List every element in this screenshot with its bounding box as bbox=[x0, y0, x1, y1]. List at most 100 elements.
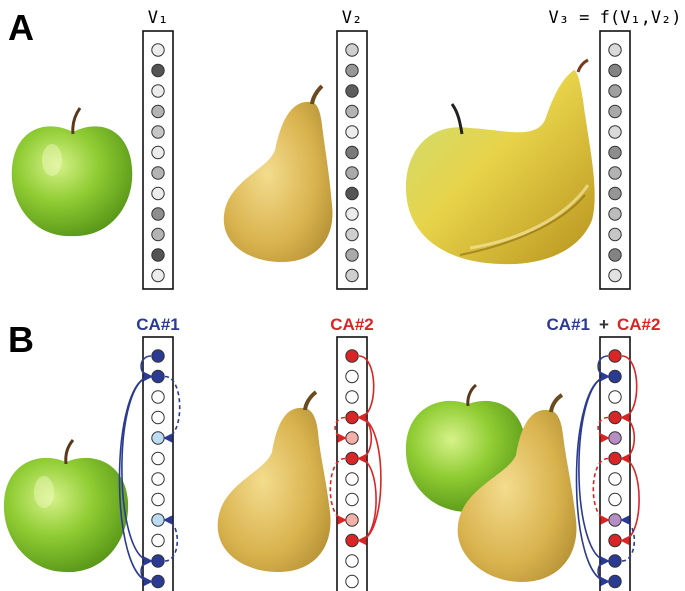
vector-cell-v1 bbox=[151, 166, 165, 180]
vector-columns bbox=[142, 30, 631, 591]
assembly-cell-combined bbox=[608, 451, 622, 466]
panel-letter-a: A bbox=[8, 7, 34, 48]
ca2-link bbox=[357, 412, 382, 542]
label-v2: V₂ bbox=[342, 8, 362, 28]
assembly-cell-ca2 bbox=[345, 431, 359, 445]
combined-ca2-link bbox=[620, 416, 635, 464]
assembly-cell-ca2 bbox=[345, 533, 359, 548]
pear-image-b bbox=[217, 390, 331, 572]
vector-cell-v3 bbox=[608, 84, 622, 98]
assembly-connections bbox=[118, 355, 640, 587]
assembly-cell-ca2 bbox=[345, 574, 359, 589]
assembly-cell-ca2 bbox=[345, 472, 359, 486]
combined-ca2-link bbox=[620, 355, 638, 423]
assembly-cell-combined bbox=[608, 410, 622, 425]
combined-ca1-link bbox=[575, 371, 610, 583]
vector-cell-v3 bbox=[608, 43, 622, 57]
vector-cell-v3 bbox=[608, 186, 622, 201]
vector-cell-v1 bbox=[151, 227, 165, 242]
assembly-cell-ca1 bbox=[151, 533, 165, 548]
assembly-cell-combined bbox=[608, 369, 622, 384]
pear-image-a bbox=[223, 84, 333, 262]
ca2-faint-link bbox=[334, 416, 347, 443]
assembly-cell-ca2 bbox=[345, 410, 359, 425]
vector-cell-v1 bbox=[151, 268, 165, 283]
vector-cell-v2 bbox=[345, 125, 359, 139]
vector-cell-v3 bbox=[608, 207, 622, 221]
assembly-cell-combined bbox=[608, 431, 622, 445]
panel-letter-b: B bbox=[8, 319, 34, 360]
assembly-cell-ca1 bbox=[151, 472, 165, 486]
vector-cell-v2 bbox=[345, 104, 359, 119]
vector-cell-v2 bbox=[345, 84, 359, 98]
assembly-cell-ca2 bbox=[345, 513, 359, 527]
vector-cell-v2 bbox=[345, 268, 359, 283]
assembly-cell-ca2 bbox=[345, 492, 359, 507]
vector-cell-v3 bbox=[608, 125, 622, 139]
vector-cell-v3 bbox=[608, 166, 622, 180]
vector-cell-v1 bbox=[151, 207, 165, 221]
assembly-cell-combined bbox=[608, 472, 622, 486]
combined-ca2-link bbox=[620, 457, 640, 546]
label-v3: V₃ = f(V₁,V₂) bbox=[548, 8, 681, 28]
vector-cell-v3 bbox=[608, 63, 622, 78]
vector-cell-v1 bbox=[151, 84, 165, 98]
hybrid-image-a bbox=[405, 58, 595, 265]
vector-cell-v3 bbox=[608, 227, 622, 242]
assembly-cell-ca2 bbox=[345, 390, 359, 404]
vector-cell-v1 bbox=[151, 248, 165, 262]
assembly-cell-ca1 bbox=[151, 349, 165, 363]
vector-cell-v2 bbox=[345, 43, 359, 57]
assembly-cell-ca1 bbox=[151, 554, 165, 568]
assembly-cell-combined bbox=[608, 349, 622, 363]
label-ca1: CA#1 bbox=[136, 315, 179, 334]
vector-cell-v1 bbox=[151, 186, 165, 201]
label-combined-ca2: CA#2 bbox=[617, 315, 660, 334]
assembly-cell-ca1 bbox=[151, 390, 165, 404]
vector-cell-v1 bbox=[151, 43, 165, 57]
vector-cell-v1 bbox=[151, 145, 165, 160]
vector-cell-v3 bbox=[608, 268, 622, 283]
apple-image-b bbox=[3, 439, 129, 573]
assembly-cell-combined bbox=[608, 533, 622, 548]
vector-cell-v2 bbox=[345, 186, 359, 201]
vector-cell-v1 bbox=[151, 125, 165, 139]
label-combined-plus: + bbox=[599, 315, 609, 334]
assembly-cell-combined bbox=[608, 574, 622, 589]
assembly-cell-combined bbox=[608, 554, 622, 568]
assembly-cell-ca1 bbox=[151, 574, 165, 589]
ca2-faint-link bbox=[329, 457, 347, 525]
vector-cell-v2 bbox=[345, 207, 359, 221]
assembly-cell-ca2 bbox=[345, 349, 359, 363]
label-combined-ca1: CA#1 bbox=[547, 315, 590, 334]
assembly-cell-ca2 bbox=[345, 369, 359, 384]
ca1-faint-link bbox=[163, 375, 181, 443]
vector-cell-v2 bbox=[345, 166, 359, 180]
vector-cell-v2 bbox=[345, 63, 359, 78]
combined-ca2-faint-link bbox=[592, 457, 610, 525]
vector-cell-v2 bbox=[345, 248, 359, 262]
apple-image-a bbox=[11, 107, 133, 237]
vector-box-v2 bbox=[336, 30, 368, 290]
assembly-cell-ca1 bbox=[151, 431, 165, 445]
assembly-cell-ca2 bbox=[345, 451, 359, 466]
label-ca2: CA#2 bbox=[330, 315, 373, 334]
assembly-cell-combined bbox=[608, 513, 622, 527]
vector-cell-v2 bbox=[345, 145, 359, 160]
vector-cell-v3 bbox=[608, 248, 622, 262]
vector-cell-v3 bbox=[608, 145, 622, 160]
vector-cell-v1 bbox=[151, 63, 165, 78]
combined-ca2-faint-link bbox=[597, 416, 610, 443]
assembly-cell-ca1 bbox=[151, 492, 165, 507]
vector-cell-v2 bbox=[345, 227, 359, 242]
vector-cell-v3 bbox=[608, 104, 622, 119]
assembly-cell-ca2 bbox=[345, 554, 359, 568]
assembly-cell-ca1 bbox=[151, 513, 165, 527]
assembly-cell-combined bbox=[608, 492, 622, 507]
assembly-cell-combined bbox=[608, 390, 622, 404]
assembly-cell-ca1 bbox=[151, 369, 165, 384]
assembly-cell-ca1 bbox=[151, 410, 165, 425]
assembly-cell-ca1 bbox=[151, 451, 165, 466]
apple-pear-pair-image-b bbox=[405, 383, 577, 582]
